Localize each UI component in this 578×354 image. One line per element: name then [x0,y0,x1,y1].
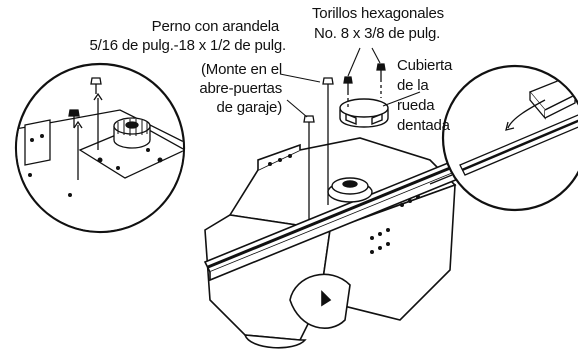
screws-label-line-2: No. 8 x 3/8 de pulg. [314,25,441,42]
cover-label-line-1: Cubierta [397,57,453,74]
bolt-lower [303,115,315,132]
washer-bolts [303,77,334,220]
bolt-note-line-2: abre-puertas [199,80,282,97]
cover-label-line-3: rueda [397,97,435,114]
hex-screws [343,63,386,108]
hex-screw-left [343,76,353,92]
sprocket [327,177,373,203]
cover-label-line-4: dentada [397,117,450,134]
detail-circle-right [441,64,578,212]
sprocket-cover [339,98,389,128]
bolt-upper [322,77,334,94]
opener-housing [204,137,457,349]
bolt-note-line-1: (Monte en el [201,61,282,78]
cover-label-line-2: de la [397,77,429,94]
bolt-label-line-1: Perno con arandela [151,18,280,35]
leader-lines [279,47,421,118]
bolt-label-line-2: 5/16 de pulg.-18 x 1/2 de pulg. [89,37,287,54]
bolt-note-line-3: de garaje) [216,99,282,116]
detail-circle-left [14,62,186,234]
detail-connector [429,174,453,185]
screws-label-line-1: Torillos hexagonales [312,5,444,22]
hex-screw-right [376,63,386,79]
